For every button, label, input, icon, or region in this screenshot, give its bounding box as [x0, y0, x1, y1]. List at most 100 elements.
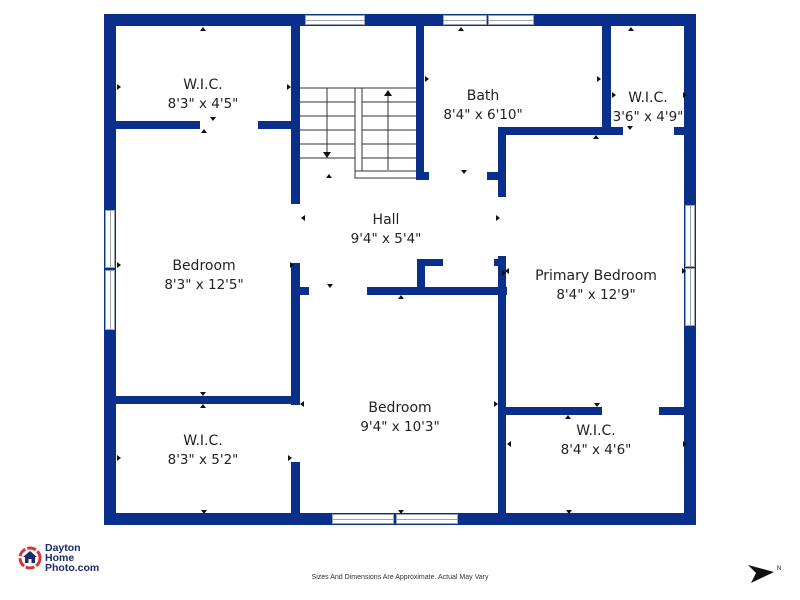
wall-wic-br-top-a — [498, 407, 602, 415]
room-name: Primary Bedroom — [535, 268, 657, 284]
dim-tick — [597, 76, 601, 82]
dim-tick — [425, 76, 429, 82]
room-dimensions: 8'3" x 4'5" — [167, 96, 239, 112]
north-label: N — [777, 566, 782, 572]
dim-tick — [502, 270, 506, 276]
wall-hall-closet-v — [417, 259, 425, 291]
dim-tick — [505, 268, 509, 274]
dim-tick — [301, 215, 305, 221]
dim-tick — [201, 510, 207, 514]
dim-tick — [593, 135, 599, 139]
dim-tick — [398, 295, 404, 299]
room-dimensions: 8'4" x 4'6" — [560, 442, 632, 458]
wall-wic-tl-bottom-b — [258, 121, 298, 129]
brand-line-1: Dayton — [45, 542, 81, 554]
wall-center-right-lower — [498, 256, 506, 525]
brand-logo: Dayton Home Photo.com — [18, 543, 99, 573]
wall-left-column-bottom — [291, 462, 300, 522]
wall-wic-br-top-b — [659, 407, 689, 415]
window-top-bath-1 — [443, 15, 487, 25]
room-dimensions: 9'4" x 5'4" — [350, 231, 422, 247]
dim-tick — [566, 510, 572, 514]
room-bedroom-left: Bedroom 8'3" x 12'5" — [164, 257, 243, 295]
dim-tick — [682, 268, 686, 274]
room-wic-top-left: W.I.C. 8'3" x 4'5" — [168, 76, 239, 114]
room-hall: Hall 9'4" x 5'4" — [351, 211, 422, 249]
room-primary-bedroom: Primary Bedroom 8'4" x 12'9" — [535, 267, 657, 305]
room-name: W.I.C. — [183, 77, 223, 93]
window-left-bedroom-2 — [105, 270, 115, 330]
room-bath: Bath 8'4" x 6'10" — [443, 87, 522, 125]
dim-tick — [288, 455, 292, 461]
disclaimer-text: Sizes And Dimensions Are Approximate. Ac… — [311, 574, 489, 581]
dim-tick — [507, 441, 511, 447]
room-name: W.I.C. — [183, 433, 223, 449]
dim-tick — [494, 401, 498, 407]
wall-stairs-right — [416, 86, 424, 180]
room-name: W.I.C. — [576, 423, 616, 439]
dim-tick — [627, 126, 633, 130]
dim-tick — [594, 403, 600, 407]
dim-tick — [327, 284, 333, 288]
wall-bedroom-left-bottom — [104, 396, 300, 404]
wall-left-column-lower — [291, 263, 300, 405]
room-dimensions: 8'3" x 5'2" — [167, 452, 239, 468]
dim-tick — [200, 27, 206, 31]
window-right-primary-1 — [685, 205, 695, 267]
dim-tick — [565, 415, 571, 419]
dim-tick — [290, 262, 294, 268]
staircase — [300, 87, 416, 179]
window-right-primary-2 — [685, 268, 695, 326]
dim-tick — [398, 510, 404, 514]
dim-tick — [287, 84, 291, 90]
dim-tick — [200, 404, 206, 408]
room-dimensions: 9'4" x 10'3" — [360, 419, 440, 435]
wall-primary-top — [498, 127, 623, 135]
wall-center-right — [498, 127, 506, 197]
dim-tick — [458, 27, 464, 31]
dim-tick — [326, 174, 332, 178]
wall-hall-closet-h — [417, 259, 443, 266]
wall-hall-bottom-b — [367, 287, 507, 295]
wall-left-column — [291, 14, 300, 204]
room-name: Hall — [372, 212, 400, 228]
wall-wic-tl-bottom-a — [104, 121, 200, 129]
window-left-bedroom-1 — [105, 210, 115, 268]
dim-tick — [628, 27, 634, 31]
wall-bath-bottom-b — [487, 172, 503, 180]
wall-wic-tr-left — [602, 14, 611, 134]
window-top-bath-2 — [488, 15, 534, 25]
room-name: W.I.C. — [628, 90, 668, 106]
brand-line-2: Home — [45, 552, 75, 564]
dim-tick — [200, 392, 206, 396]
dim-tick — [612, 92, 616, 98]
dim-tick — [300, 401, 304, 407]
room-name: Bedroom — [368, 400, 432, 416]
dim-tick — [201, 129, 207, 133]
dim-tick — [683, 92, 687, 98]
window-bottom-bedroom-1 — [332, 514, 394, 524]
house-camera-icon — [18, 546, 42, 570]
wall-primary-top-b — [674, 127, 694, 135]
dim-tick — [683, 441, 687, 447]
room-dimensions: 3'6" x 4'9" — [612, 109, 684, 125]
dim-tick — [496, 215, 500, 221]
dim-tick — [210, 117, 216, 121]
room-wic-bottom-left: W.I.C. 8'3" x 5'2" — [168, 432, 239, 470]
room-dimensions: 8'4" x 6'10" — [443, 107, 523, 123]
room-bedroom-center: Bedroom 9'4" x 10'3" — [360, 399, 439, 437]
wall-hall-bottom-a — [291, 287, 309, 295]
room-wic-bottom-right: W.I.C. 8'4" x 4'6" — [561, 422, 632, 460]
wall-outer-top — [104, 14, 696, 26]
room-dimensions: 8'4" x 12'9" — [556, 287, 636, 303]
dim-tick — [461, 170, 467, 174]
room-wic-top-right: W.I.C. 3'6" x 4'9" — [613, 89, 684, 127]
room-name: Bath — [466, 88, 500, 104]
north-arrow-icon — [748, 565, 774, 583]
dim-tick — [117, 262, 121, 268]
room-name: Bedroom — [172, 258, 236, 274]
dim-tick — [117, 455, 121, 461]
brand-name: Dayton Home Photo.com — [45, 542, 100, 574]
brand-line-3: Photo.com — [45, 562, 100, 574]
